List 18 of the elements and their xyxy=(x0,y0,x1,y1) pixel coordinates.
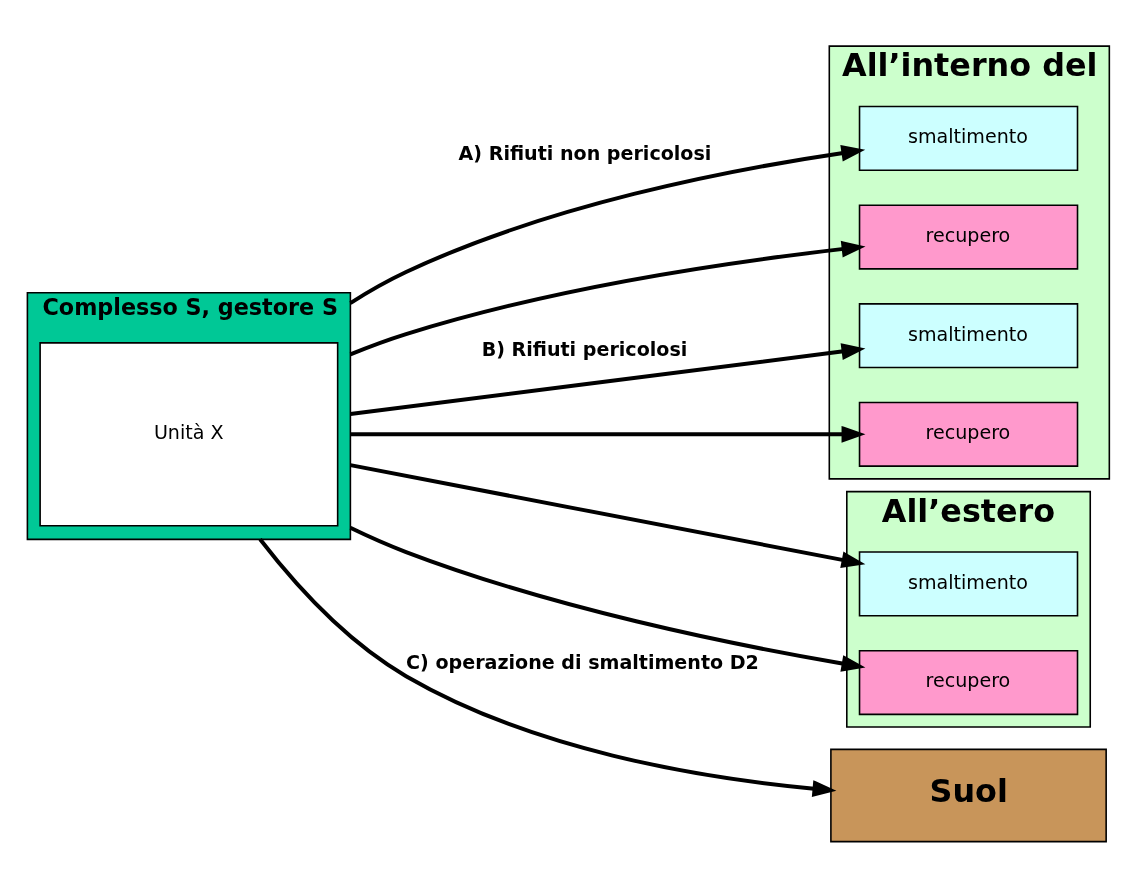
node-box: smaltimento xyxy=(858,550,1079,616)
node-box: Suol xyxy=(830,748,1107,842)
arrow xyxy=(350,342,866,416)
edge-label: C) operazione di smaltimento D2 xyxy=(406,650,759,674)
arrow xyxy=(349,525,866,672)
arrow xyxy=(258,537,837,797)
node-box: smaltimento xyxy=(858,302,1079,368)
arrow xyxy=(349,240,866,356)
node-box: smaltimento xyxy=(858,105,1079,171)
arrow xyxy=(350,425,866,443)
edge-label: B) Rifiuti pericolosi xyxy=(481,337,688,361)
arrow xyxy=(350,462,866,568)
node-box: recupero xyxy=(858,203,1079,270)
node-box: Unità X xyxy=(39,341,339,527)
edge-label: A) Rifiuti non pericolosi xyxy=(458,141,712,165)
node-box: recupero xyxy=(858,401,1079,467)
arrow xyxy=(349,144,866,305)
node-box: recupero xyxy=(858,649,1079,715)
